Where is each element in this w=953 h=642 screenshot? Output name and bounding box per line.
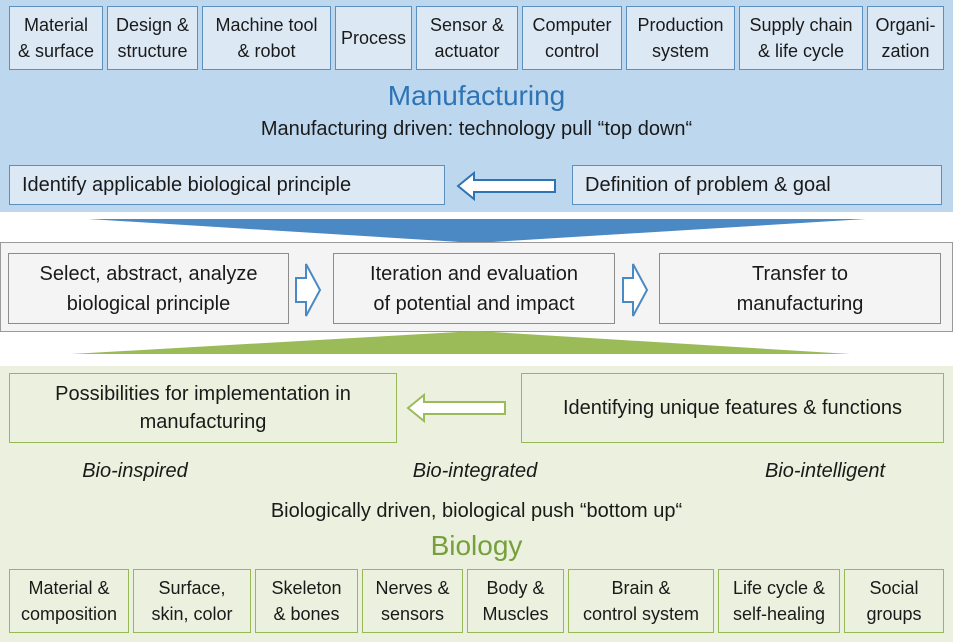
mfg-category-organization: Organi- zation bbox=[867, 6, 944, 70]
bio-category-life-cycle: Life cycle & self-healing bbox=[718, 569, 840, 633]
identify-principle-box: Identify applicable biological principle bbox=[9, 165, 445, 205]
upward-funnel-icon bbox=[71, 331, 850, 354]
bio-category-material-composition: Material & composition bbox=[9, 569, 129, 633]
right-chevron-icon bbox=[622, 263, 649, 317]
right-chevron-icon bbox=[295, 263, 322, 317]
mfg-category-supply-chain: Supply chain & life cycle bbox=[739, 6, 863, 70]
possibilities-box: Possibilities for implementation in manu… bbox=[9, 373, 397, 443]
bio-category-surface-skin-color: Surface, skin, color bbox=[133, 569, 251, 633]
process-step-iteration: Iteration and evaluation of potential an… bbox=[333, 253, 615, 324]
bio-category-nerves-sensors: Nerves & sensors bbox=[362, 569, 463, 633]
mode-bio-inspired: Bio-inspired bbox=[82, 460, 188, 482]
bio-category-brain-control: Brain & control system bbox=[568, 569, 714, 633]
definition-problem-box: Definition of problem & goal bbox=[572, 165, 942, 205]
biology-title: Biology bbox=[430, 530, 523, 561]
mfg-category-production-system: Production system bbox=[626, 6, 735, 70]
features-functions-box: Identifying unique features & functions bbox=[521, 373, 944, 443]
left-arrow-icon bbox=[456, 170, 556, 202]
mode-bio-integrated: Bio-integrated bbox=[412, 460, 538, 482]
mfg-category-design-structure: Design & structure bbox=[107, 6, 198, 70]
manufacturing-title: Manufacturing bbox=[387, 80, 566, 111]
mfg-category-process: Process bbox=[335, 6, 412, 70]
biology-subtitle: Biologically driven, biological push “bo… bbox=[270, 500, 683, 522]
bio-category-skeleton-bones: Skeleton & bones bbox=[255, 569, 358, 633]
downward-funnel-icon bbox=[88, 219, 866, 243]
process-step-transfer: Transfer to manufacturing bbox=[659, 253, 941, 324]
process-step-select: Select, abstract, analyze biological pri… bbox=[8, 253, 289, 324]
manufacturing-subtitle: Manufacturing driven: technology pull “t… bbox=[260, 118, 693, 140]
mfg-category-machine-tool-robot: Machine tool & robot bbox=[202, 6, 331, 70]
left-arrow-icon bbox=[406, 392, 506, 424]
bio-category-body-muscles: Body & Muscles bbox=[467, 569, 564, 633]
bio-category-social-groups: Social groups bbox=[844, 569, 944, 633]
mode-bio-intelligent: Bio-intelligent bbox=[764, 460, 886, 482]
mfg-category-material-surface: Material & surface bbox=[9, 6, 103, 70]
mfg-category-computer-control: Computer control bbox=[522, 6, 622, 70]
mfg-category-sensor-actuator: Sensor & actuator bbox=[416, 6, 518, 70]
